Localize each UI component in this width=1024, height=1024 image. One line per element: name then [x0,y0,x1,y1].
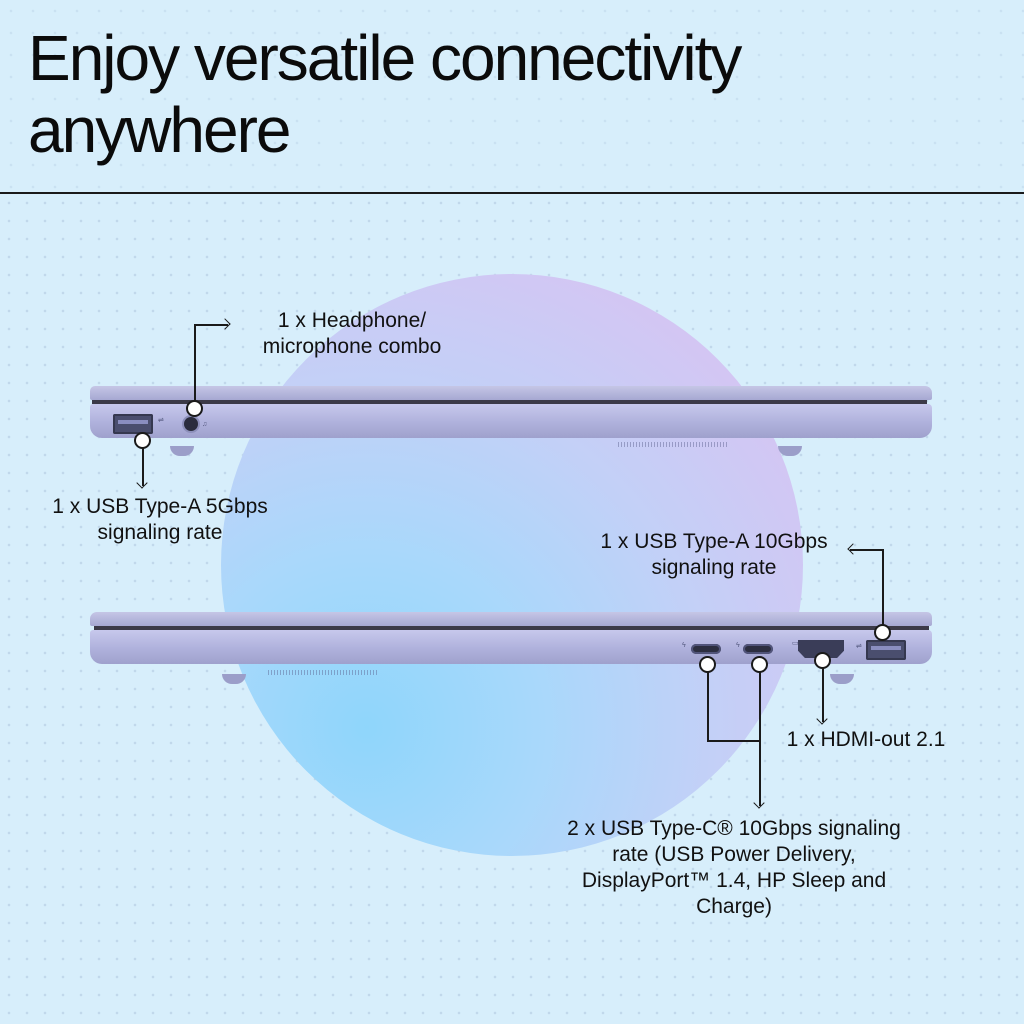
callout-marker-usb-a-5 [134,432,151,449]
callout-headphone-line2: microphone combo [262,335,442,358]
callout-marker-usb-c-2 [751,656,768,673]
callout-usb-c-line3: DisplayPort™ 1.4, HP Sleep and [581,869,887,892]
laptop-foot [170,446,194,456]
leader-line-usb-a-10 [882,549,884,631]
usb-symbol-icon: ⇌ [856,643,862,650]
audio-jack-icon [184,417,198,431]
laptop-hinge-gap [92,400,927,404]
laptop-foot [222,674,246,684]
headphone-symbol-icon: ♫ [202,421,208,428]
callout-usb-a-5-line2: signaling rate [97,521,223,544]
leader-arrow-hdmi [822,660,824,722]
callout-usb-c-label: 2 x USB Type-C® 10Gbps signaling rate (U… [536,816,932,920]
callout-usb-c-line1: 2 x USB Type-C® 10Gbps signaling [567,817,901,840]
laptop-base [90,404,932,438]
callout-usb-a-5-line1: 1 x USB Type-A 5Gbps [52,495,268,518]
leader-arrow-headphone [194,324,228,326]
callout-marker-usb-c-1 [699,656,716,673]
laptop-lid [90,612,932,626]
laptop-foot [830,674,854,684]
callout-headphone-line1: 1 x Headphone/ [277,309,427,332]
callout-usb-a-10-line2: signaling rate [651,556,777,579]
leader-arrow-usb-a-10 [850,549,884,551]
callout-marker-usb-a-10 [874,624,891,641]
laptop-right-side-view: ϟ ϟ ▭ ⇌ [90,612,935,690]
laptop-lid [90,386,932,400]
usb-c-symbol-icon: ϟ [682,642,686,649]
callout-usb-c-line4: Charge) [696,895,772,918]
speaker-grille [268,670,378,675]
usb-a-port-icon [866,640,906,660]
callout-usb-a-10-line1: 1 x USB Type-A 10Gbps [600,530,828,553]
leader-line-usb-c-join [707,740,761,742]
usb-symbol-icon: ⇌ [158,417,164,424]
callout-hdmi-line1: 1 x HDMI-out 2.1 [786,728,946,751]
header-divider [0,192,1024,194]
usb-c-symbol-icon: ϟ [736,642,740,649]
callout-headphone-label: 1 x Headphone/ microphone combo [232,308,472,360]
usb-c-port-icon [691,644,721,654]
usb-a-port-icon [113,414,153,434]
callout-marker-hdmi [814,652,831,669]
page-title: Enjoy versatile connectivity anywhere [28,22,742,166]
callout-usb-a-10-label: 1 x USB Type-A 10Gbps signaling rate [580,529,848,581]
gradient-orb [221,274,803,856]
leader-line-headphone [194,324,196,408]
laptop-hinge-gap [94,626,929,630]
leader-arrow-usb-c [759,664,761,806]
laptop-base [90,630,932,664]
speaker-grille [618,442,728,447]
hdmi-symbol-icon: ▭ [792,640,799,647]
usb-c-port-icon [743,644,773,654]
leader-arrow-usb-a-5 [142,440,144,486]
callout-usb-c-line2: rate (USB Power Delivery, [612,843,856,866]
callout-marker-headphone [186,400,203,417]
callout-usb-a-5-label: 1 x USB Type-A 5Gbps signaling rate [30,494,290,546]
callout-hdmi-label: 1 x HDMI-out 2.1 [776,727,956,753]
hdmi-port-icon [798,640,844,658]
leader-line-usb-c-1 [707,664,709,742]
laptop-foot [778,446,802,456]
header-background-pattern [0,0,1024,192]
laptop-left-side-view: ⇌ ♫ [90,386,935,456]
